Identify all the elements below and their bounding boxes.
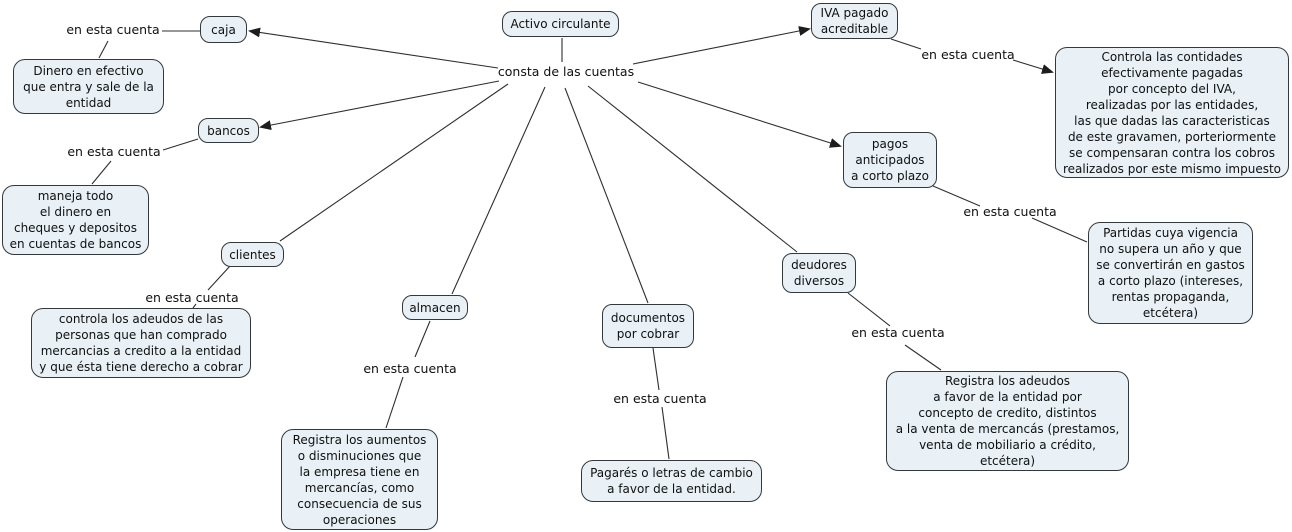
node-documentos-por-cobrar[interactable]: documentos por cobrar xyxy=(602,304,694,348)
description-bancos[interactable]: maneja todo el dinero en cheques y depos… xyxy=(2,185,149,255)
node-caja[interactable]: caja xyxy=(200,16,247,43)
link-label-bancos[interactable]: en esta cuenta xyxy=(67,144,161,159)
link-label-almacen[interactable]: en esta cuenta xyxy=(363,361,457,376)
description-pagos-anticipados[interactable]: Partidas cuya vigencia no supera un año … xyxy=(1088,222,1253,324)
node-iva-pagado-acreditable[interactable]: IVA pagado acreditable xyxy=(811,3,898,39)
link-label-clientes[interactable]: en esta cuenta xyxy=(145,290,239,305)
node-activo-circulante[interactable]: Activo circulante xyxy=(502,11,619,37)
link-label-consta-de-las-cuentas[interactable]: consta de las cuentas xyxy=(497,64,635,79)
link-label-pagos-anticipados[interactable]: en esta cuenta xyxy=(963,204,1057,219)
description-documentos-por-cobrar[interactable]: Pagarés o letras de cambio a favor de la… xyxy=(581,460,762,502)
description-iva-pagado-acreditable[interactable]: Controla las contidades efectivamente pa… xyxy=(1055,47,1289,178)
node-bancos[interactable]: bancos xyxy=(198,118,259,143)
node-clientes[interactable]: clientes xyxy=(221,242,284,267)
description-clientes[interactable]: controla los adeudos de las personas que… xyxy=(31,308,251,378)
node-deudores-diversos[interactable]: deudores diversos xyxy=(782,253,856,293)
node-pagos-anticipados[interactable]: pagos anticipados a corto plazo xyxy=(843,132,937,188)
node-almacen[interactable]: almacen xyxy=(402,295,468,320)
description-almacen[interactable]: Registra los aumentos o disminuciones qu… xyxy=(281,429,438,530)
description-deudores-diversos[interactable]: Registra los adeudos a favor de la entid… xyxy=(886,371,1129,471)
link-label-deudores-diversos[interactable]: en esta cuenta xyxy=(851,325,945,340)
description-caja[interactable]: Dinero en efectivo que entra y sale de l… xyxy=(13,59,164,114)
link-label-caja[interactable]: en esta cuenta xyxy=(66,22,160,37)
link-label-documentos-por-cobrar[interactable]: en esta cuenta xyxy=(613,391,707,406)
link-label-iva-pagado-acreditable[interactable]: en esta cuenta xyxy=(921,47,1015,62)
